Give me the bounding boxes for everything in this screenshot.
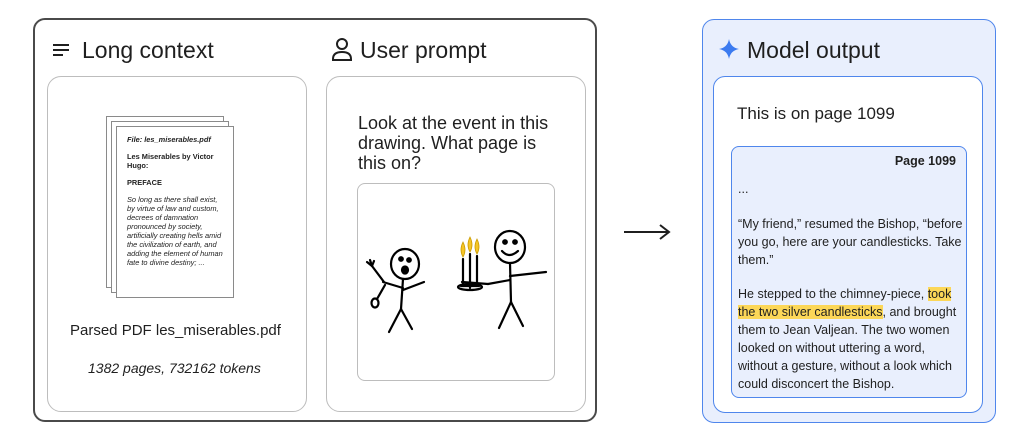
drawing-frame — [357, 183, 555, 381]
page-paragraph-2-start: He stepped to the chimney-piece, — [738, 287, 928, 301]
page-paragraph-2-end: , and brought them to Jean Valjean. The … — [738, 305, 957, 391]
model-output-title: Model output — [747, 37, 880, 63]
document-page-front: File: les_miserables.pdf Les Miserables … — [116, 126, 234, 298]
page-ellipsis: ... — [738, 182, 749, 196]
page-paragraph-2: He stepped to the chimney-piece, took th… — [738, 285, 964, 393]
document-excerpt: So long as there shall exist, by virtue … — [127, 195, 223, 267]
page-label: Page 1099 — [894, 154, 956, 168]
document-book-title: Les Miserables by Victor Hugo: — [127, 152, 214, 170]
page-paragraph-1: “My friend,” resumed the Bishop, “before… — [738, 217, 963, 267]
page-excerpt-card — [731, 146, 967, 398]
long-context-title: Long context — [82, 37, 214, 63]
person-icon — [331, 37, 353, 63]
arrow-icon — [624, 224, 671, 240]
stick-figure-drawing — [365, 229, 548, 334]
document-section: PREFACE — [127, 178, 162, 187]
document-caption: Parsed PDF les_miserables.pdf — [70, 322, 281, 339]
model-answer: This is on page 1099 — [737, 104, 895, 123]
document-file-label: File: les_miserables.pdf — [127, 135, 211, 144]
list-icon — [51, 42, 73, 58]
user-prompt-text: Look at the event in this drawing. What … — [358, 113, 549, 173]
user-prompt-title: User prompt — [360, 37, 487, 63]
sparkle-icon — [718, 38, 740, 60]
document-stats: 1382 pages, 732162 tokens — [88, 360, 261, 376]
